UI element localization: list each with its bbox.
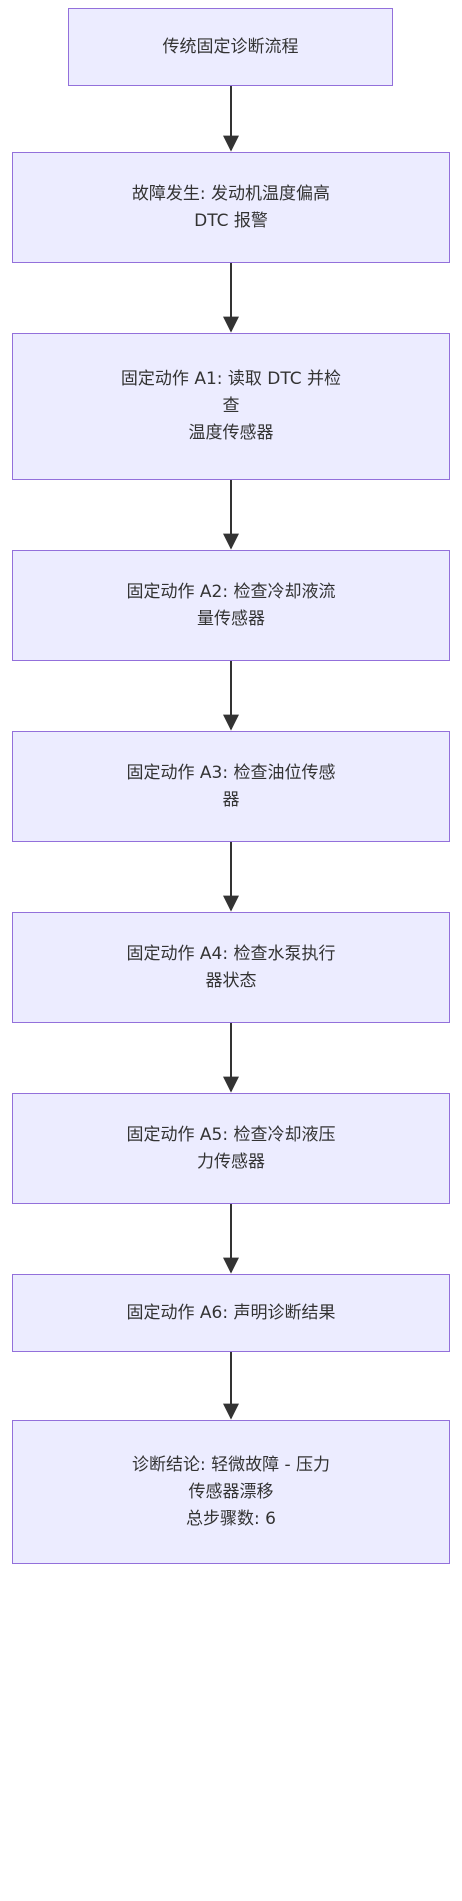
node-action-a4: 固定动作 A4: 检查水泵执行 器状态 — [12, 912, 450, 1023]
node-text-line: 总步骤数: 6 — [186, 1508, 276, 1529]
node-text-line: 诊断结论: 轻微故障 - 压力 — [131, 1454, 331, 1475]
node-text-line: 固定动作 A2: 检查冷却液流 — [126, 581, 336, 602]
node-text-line: 力传感器 — [197, 1151, 265, 1172]
node-text-line: DTC 报警 — [194, 210, 268, 231]
node-text-line: 传统固定诊断流程 — [162, 36, 299, 57]
node-text-line: 量传感器 — [197, 608, 265, 629]
node-text-line: 固定动作 A4: 检查水泵执行 — [126, 943, 336, 964]
node-text-line: 器状态 — [205, 970, 257, 991]
node-action-a2: 固定动作 A2: 检查冷却液流 量传感器 — [12, 550, 450, 661]
node-text-line: 固定动作 A6: 声明诊断结果 — [126, 1302, 336, 1323]
node-text-line: 固定动作 A3: 检查油位传感 — [126, 762, 336, 783]
node-action-a1: 固定动作 A1: 读取 DTC 并检 查 温度传感器 — [12, 333, 450, 480]
node-text-line: 温度传感器 — [188, 423, 274, 443]
node-text-line: 故障发生: 发动机温度偏高 — [131, 183, 331, 204]
node-start-title: 传统固定诊断流程 — [68, 8, 393, 86]
node-action-a5: 固定动作 A5: 检查冷却液压 力传感器 — [12, 1093, 450, 1204]
node-action-a6: 固定动作 A6: 声明诊断结果 — [12, 1274, 450, 1352]
node-text-line: 固定动作 A1: 读取 DTC 并检 — [120, 369, 342, 389]
node-action-a3: 固定动作 A3: 检查油位传感 器 — [12, 731, 450, 842]
node-text-line: 传感器漂移 — [188, 1481, 274, 1502]
node-text-line: 查 — [222, 396, 240, 416]
node-text-line: 器 — [222, 789, 240, 810]
node-fault-occurred: 故障发生: 发动机温度偏高 DTC 报警 — [12, 152, 450, 263]
node-text-line: 固定动作 A5: 检查冷却液压 — [126, 1124, 336, 1145]
node-diagnosis-conclusion: 诊断结论: 轻微故障 - 压力 传感器漂移 总步骤数: 6 — [12, 1420, 450, 1564]
